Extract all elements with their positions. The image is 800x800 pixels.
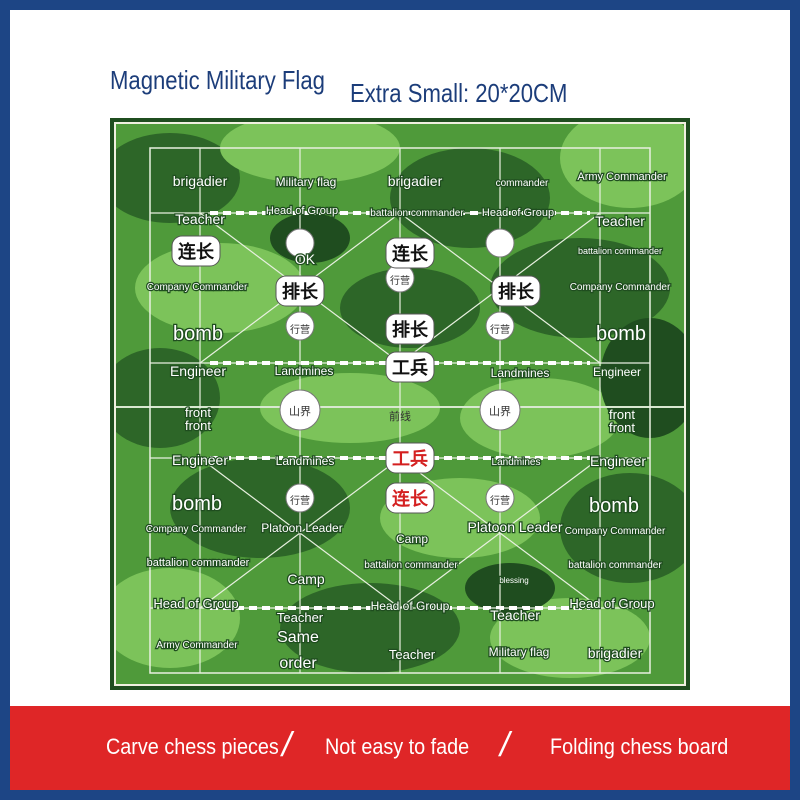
square-label: Teacher	[175, 211, 225, 227]
square-label: Teacher	[389, 647, 436, 662]
square-label: bomb	[173, 323, 223, 345]
square-label: Teacher	[277, 610, 324, 625]
square-label: Company Commander	[565, 526, 666, 537]
product-title: Magnetic Military Flag	[110, 65, 325, 95]
camp-circles	[279, 228, 521, 513]
chess-piece[interactable]: 排长	[275, 275, 325, 307]
feature-folding: Folding chess board	[550, 734, 729, 759]
camp-circle	[285, 311, 315, 341]
square-label: Army Commander	[577, 171, 667, 183]
square-label: Head of Group	[153, 596, 238, 611]
svg-text:排长: 排长	[498, 281, 535, 302]
chess-piece[interactable]: 连长	[385, 482, 435, 514]
square-label: battalion commander	[578, 246, 662, 256]
camp-label: 行营	[390, 274, 410, 287]
square-label: Platoon Leader	[468, 519, 563, 535]
square-label: Camp	[396, 532, 428, 546]
chess-piece[interactable]: 排长	[385, 313, 435, 345]
square-label: Camp	[287, 571, 325, 587]
square-label: Company Commander	[570, 282, 671, 293]
square-label: Landmines	[276, 454, 335, 468]
chess-piece[interactable]: 排长	[491, 275, 541, 307]
feature-separator: /	[282, 726, 292, 764]
square-label: Landmines	[491, 366, 550, 380]
square-label: OK	[295, 251, 316, 267]
square-label: Head of Group	[371, 599, 450, 613]
size-label: Extra Small: 20*20CM	[350, 78, 568, 108]
square-label: front	[609, 420, 635, 435]
camp-label: 前线	[389, 409, 411, 423]
svg-text:连长: 连长	[178, 241, 215, 262]
square-label: Company Commander	[146, 524, 247, 535]
feature-separator: /	[500, 726, 510, 764]
square-label: Same	[277, 629, 319, 646]
camp-label: 行营	[490, 494, 510, 507]
camp-circle	[485, 483, 515, 513]
square-label: battalion commander	[568, 560, 662, 571]
square-label: Teacher	[490, 607, 540, 623]
square-label: brigadier	[173, 173, 228, 189]
camp-label: 行营	[290, 323, 310, 336]
camp-circle	[279, 389, 321, 431]
camp-label: 山界	[289, 405, 311, 418]
square-label: Engineer	[593, 365, 641, 379]
square-label: bomb	[596, 323, 646, 345]
camp-label: 行营	[290, 494, 310, 507]
square-label: blessing	[499, 576, 528, 585]
square-label: Engineer	[590, 453, 646, 469]
square-label: Army Commander	[156, 640, 238, 651]
svg-text:工兵: 工兵	[392, 358, 428, 378]
square-label: Head of Group	[266, 205, 338, 217]
square-label: order	[279, 655, 317, 672]
square-label: bomb	[172, 493, 222, 515]
square-label: Landmines	[492, 457, 541, 468]
square-label: battalion commander	[147, 557, 250, 569]
square-label: front	[609, 407, 635, 422]
chess-board: 行营 行营 行营 行营 行营 山界 山界 前线 连长 连长 排长	[110, 118, 690, 690]
square-label: Landmines	[275, 364, 334, 378]
square-label: Military flag	[276, 175, 337, 189]
square-label: Head of Group	[482, 207, 554, 219]
square-label: Engineer	[170, 363, 226, 379]
square-label: Platoon Leader	[261, 521, 342, 535]
feature-fade: Not easy to fade	[325, 734, 470, 759]
square-label: brigadier	[588, 645, 643, 661]
svg-text:连长: 连长	[392, 243, 429, 264]
svg-text:工兵: 工兵	[392, 449, 428, 469]
camp-circle	[485, 311, 515, 341]
camp-circle	[285, 228, 315, 258]
chess-piece[interactable]: 连长	[385, 237, 435, 269]
square-label: Company Commander	[147, 282, 248, 293]
feature-banner: Carve chess pieces / Not easy to fade / …	[10, 706, 790, 790]
chess-piece[interactable]: 工兵	[385, 351, 435, 383]
svg-text:排长: 排长	[282, 281, 319, 302]
chess-piece[interactable]: 工兵	[385, 442, 435, 474]
svg-text:排长: 排长	[392, 319, 429, 340]
chess-pieces: 连长 连长 排长 排长 排长 工兵	[171, 235, 541, 514]
camp-label: 山界	[489, 405, 511, 418]
square-label: Engineer	[172, 452, 228, 468]
square-label: battalion commander	[364, 560, 458, 571]
feature-carve: Carve chess pieces	[106, 734, 279, 759]
chess-piece[interactable]: 连长	[171, 235, 221, 267]
camp-circle	[479, 389, 521, 431]
camp-label: 行营	[490, 323, 510, 336]
square-label: bomb	[589, 495, 639, 517]
square-label: commander	[496, 178, 549, 189]
square-label: Teacher	[595, 213, 645, 229]
square-label: Head of Group	[569, 596, 654, 611]
camp-circle	[485, 228, 515, 258]
square-label: front	[185, 418, 211, 433]
camp-circle	[285, 483, 315, 513]
square-label: front	[185, 405, 211, 420]
svg-text:连长: 连长	[392, 488, 429, 509]
square-label: brigadier	[388, 173, 443, 189]
square-label: battalion commander	[370, 208, 464, 219]
square-label: Military flag	[489, 645, 550, 659]
